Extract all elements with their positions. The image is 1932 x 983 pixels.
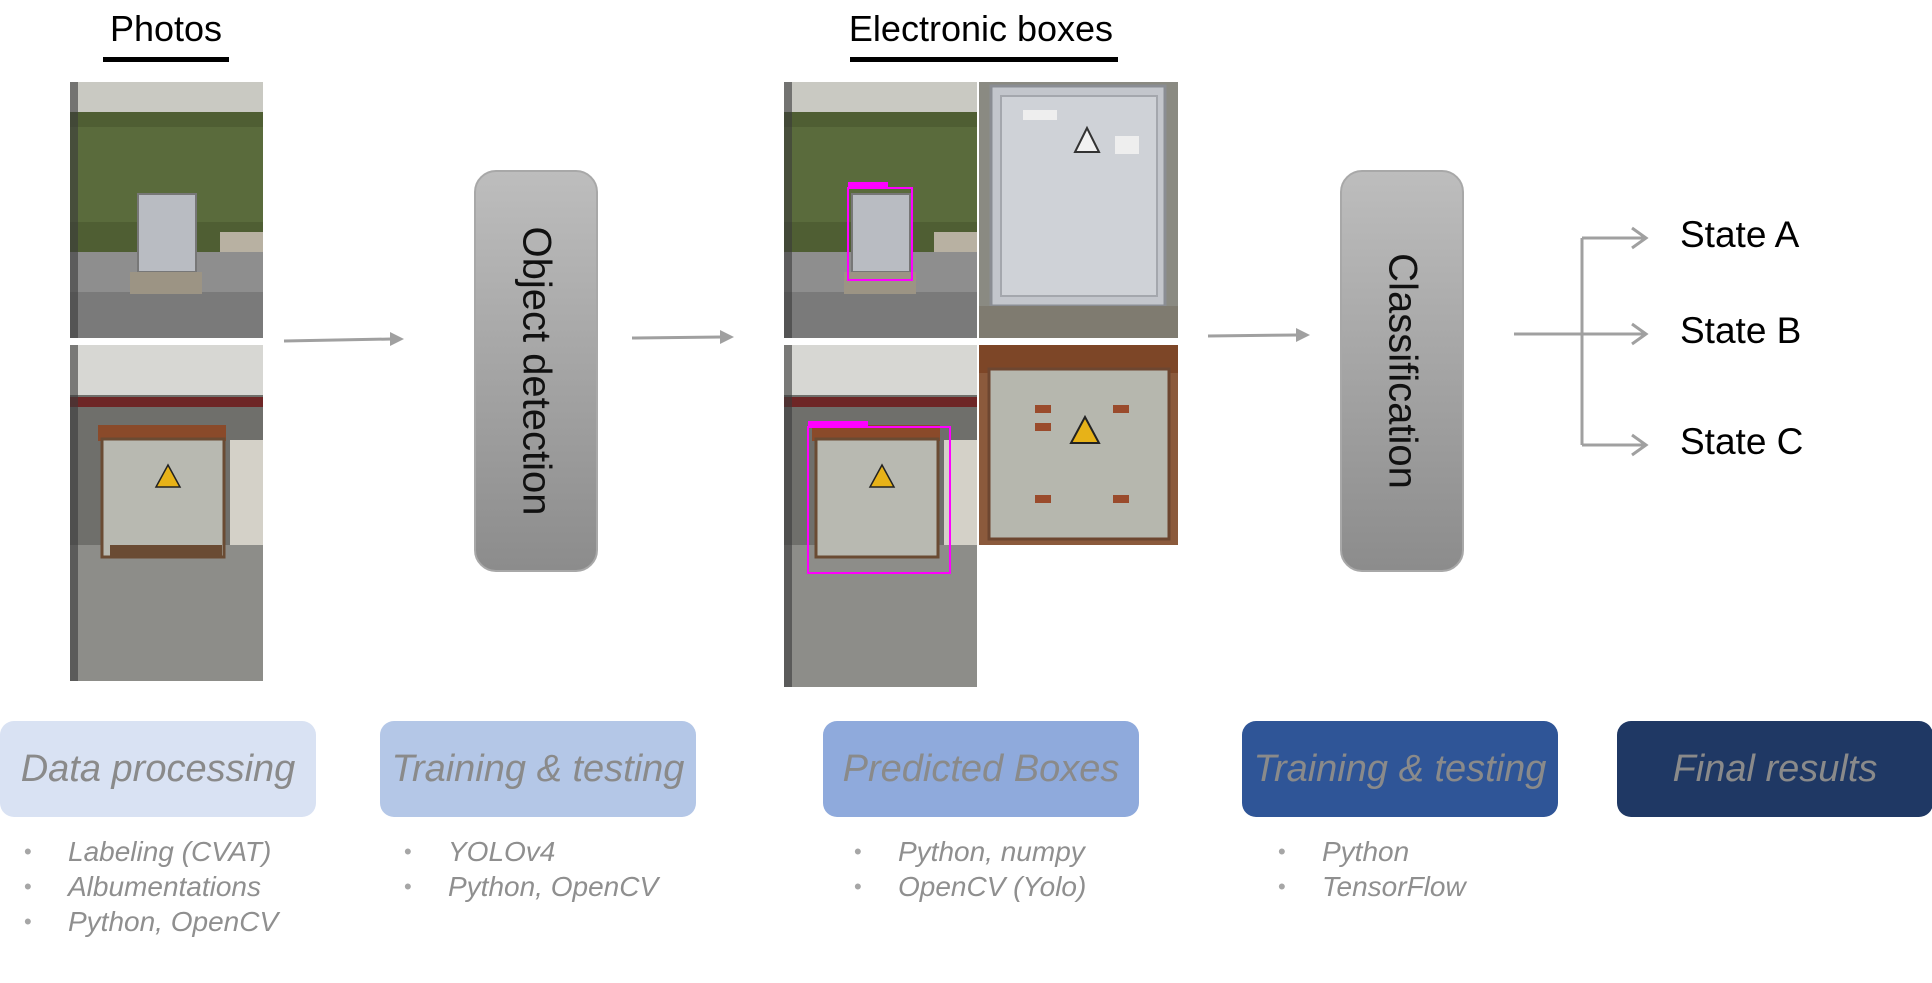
bullet-item: •TensorFlow bbox=[1278, 871, 1466, 902]
bullet-item: •YOLOv4 bbox=[404, 836, 556, 867]
branch-arrows bbox=[1514, 226, 1649, 457]
bullet-item: •Python, OpenCV bbox=[404, 871, 659, 902]
stage-predicted-boxes-label: Predicted Boxes bbox=[842, 747, 1120, 790]
bullet-item: •Albumentations bbox=[24, 871, 262, 902]
photos-title: Photos bbox=[109, 8, 223, 49]
photo-rusty-box bbox=[70, 345, 263, 681]
bullet-item: •Labeling (CVAT) bbox=[24, 836, 272, 867]
stage-final-results: Final results bbox=[1617, 721, 1932, 817]
bullets-training-testing-detection: •YOLOv4 •Python, OpenCV bbox=[380, 834, 658, 904]
state-c-label: State C bbox=[1680, 421, 1804, 462]
electronic-boxes-title-underline bbox=[850, 57, 1118, 62]
arrow-photos-to-detection bbox=[283, 332, 404, 346]
stage-training-testing-detection: Training & testing bbox=[380, 721, 696, 817]
stage-data-processing-label: Data processing bbox=[20, 747, 296, 790]
electronic-boxes-title: Electronic boxes bbox=[848, 8, 1114, 49]
stage-final-results-label: Final results bbox=[1672, 747, 1878, 790]
photo-garden-box-detected bbox=[784, 82, 977, 338]
stage-training-testing-detection-label: Training & testing bbox=[391, 747, 685, 790]
object-detection-label: Object detection bbox=[514, 226, 559, 516]
arrow-detection-to-boxes bbox=[631, 330, 734, 344]
photos-title-underline bbox=[103, 57, 229, 62]
stage-predicted-boxes: Predicted Boxes bbox=[823, 721, 1139, 817]
photo-rusty-box-detected bbox=[784, 345, 977, 687]
state-a-label: State A bbox=[1680, 214, 1800, 255]
bullets-training-testing-classification: •Python •TensorFlow bbox=[1254, 834, 1466, 904]
classification-label: Classification bbox=[1380, 253, 1425, 489]
photo-garden-box bbox=[70, 82, 263, 338]
stage-data-processing: Data processing bbox=[0, 721, 316, 817]
bullets-data-processing: •Labeling (CVAT) •Albumentations •Python… bbox=[0, 834, 278, 939]
bullet-item: •OpenCV (Yolo) bbox=[854, 871, 1087, 902]
arrow-boxes-to-classification bbox=[1207, 328, 1310, 342]
bullets-predicted-boxes: •Python, numpy •OpenCV (Yolo) bbox=[830, 834, 1086, 904]
bullet-item: •Python bbox=[1278, 836, 1410, 867]
photo-rusty-box-crop bbox=[979, 345, 1178, 545]
object-detection-block: Object detection bbox=[474, 170, 598, 572]
stage-training-testing-classification-label: Training & testing bbox=[1253, 747, 1547, 790]
stage-training-testing-classification: Training & testing bbox=[1242, 721, 1558, 817]
bullet-item: •Python, OpenCV bbox=[24, 906, 279, 937]
classification-block: Classification bbox=[1340, 170, 1464, 572]
photo-grey-box-crop bbox=[979, 82, 1178, 338]
bullet-item: •Python, numpy bbox=[854, 836, 1085, 867]
state-b-label: State B bbox=[1680, 310, 1802, 351]
